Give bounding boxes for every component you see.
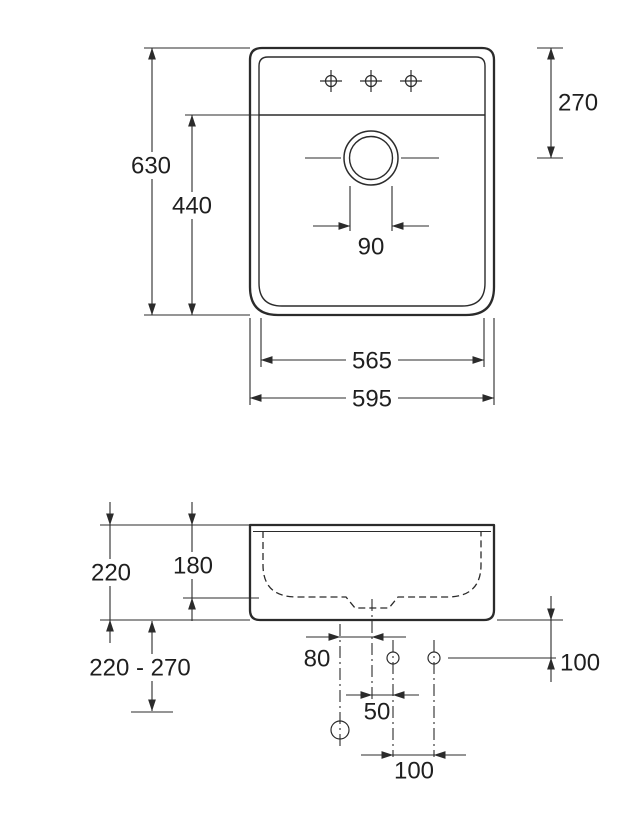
dim-hole-drop: 100 <box>497 596 600 682</box>
dim-overall-height: 630 <box>126 47 250 316</box>
dim-overflow-offset: 80 <box>304 633 406 673</box>
label-mask <box>169 552 217 579</box>
faucet-hole-marker <box>360 70 382 92</box>
dim-label-100-bottom: 100 <box>394 758 434 785</box>
dim-label-630: 630 <box>131 153 171 180</box>
front-view: 220 180 220 - 270 80 <box>84 502 600 785</box>
dim-overall-depth: 220 <box>87 502 250 643</box>
drain-outer-circle <box>343 130 399 186</box>
dim-label-90: 90 <box>358 234 385 261</box>
label-mask <box>84 654 196 681</box>
dim-label-100-right: 100 <box>560 650 600 677</box>
dim-overall-width: 595 <box>249 318 495 413</box>
dim-drain-from-top: 270 <box>537 47 598 159</box>
overflow-hole-circle <box>330 720 350 740</box>
label-mask <box>126 152 176 179</box>
dim-label-220: 220 <box>91 560 131 587</box>
dim-label-565: 565 <box>352 348 392 375</box>
label-mask <box>346 385 398 412</box>
dim-bowl-length: 440 <box>167 114 259 316</box>
label-mask <box>167 192 217 219</box>
sink-inner-rim-top <box>258 56 486 307</box>
faucet-hole-marker <box>320 70 342 92</box>
dim-drain-width: 90 <box>313 186 429 261</box>
fixing-hole-circle <box>386 651 400 665</box>
dim-hole-spacing: 100 <box>361 751 466 785</box>
dim-bowl-depth: 180 <box>169 502 259 621</box>
drain-inner-circle <box>348 135 394 181</box>
label-mask <box>87 559 135 586</box>
sink-outer-outline-front <box>248 523 496 622</box>
fixing-hole-circle <box>427 651 441 665</box>
dim-mount-height-range: 220 - 270 <box>84 620 196 713</box>
dim-hole-center-offset: 50 <box>346 691 419 726</box>
hidden-bowl-contour <box>262 531 482 609</box>
label-mask <box>346 347 398 374</box>
dim-inner-width: 565 <box>260 318 485 375</box>
top-view: 630 440 270 90 <box>126 46 598 413</box>
sink-outer-outline-top <box>248 46 496 317</box>
dim-label-180: 180 <box>173 553 213 580</box>
dim-label-270: 270 <box>558 90 598 117</box>
dim-label-80: 80 <box>304 646 331 673</box>
faucet-hole-marker <box>400 70 422 92</box>
dim-label-220-270: 220 - 270 <box>89 655 190 682</box>
drain <box>305 130 563 186</box>
dim-label-440: 440 <box>172 193 212 220</box>
dim-label-50: 50 <box>364 699 391 726</box>
dim-label-595: 595 <box>352 386 392 413</box>
